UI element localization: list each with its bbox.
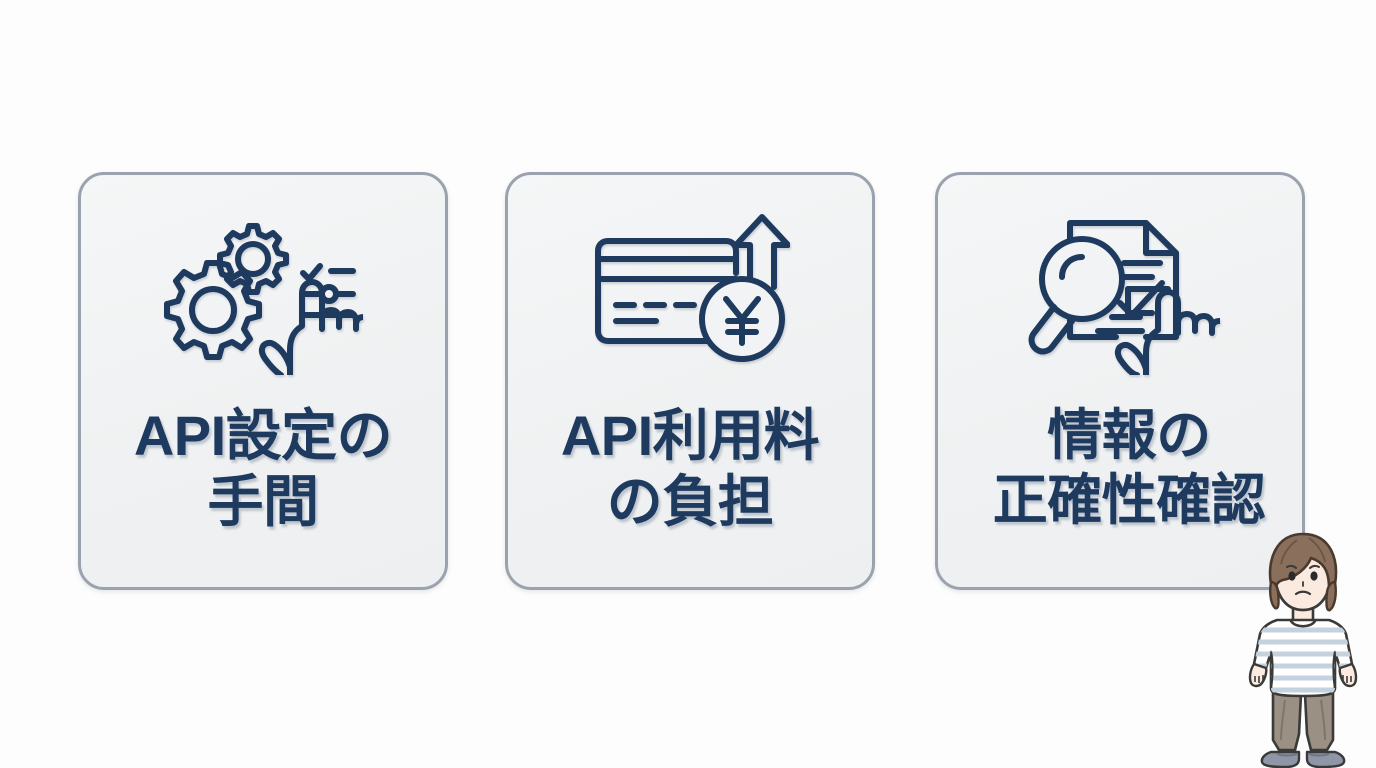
pants bbox=[1271, 686, 1335, 752]
document-magnifier-check-hand-icon bbox=[938, 201, 1302, 381]
credit-card-yen-arrow-icon bbox=[508, 201, 872, 381]
striped-shirt bbox=[1252, 618, 1354, 698]
card-accuracy-check[interactable]: 情報の 正確性確認 bbox=[935, 172, 1305, 590]
card-label: API利用料 の負担 bbox=[560, 404, 820, 534]
card-api-setup[interactable]: API設定の 手間 bbox=[78, 172, 448, 590]
head bbox=[1268, 532, 1338, 612]
gears-settings-hand-icon bbox=[81, 201, 445, 381]
shoes bbox=[1260, 750, 1346, 768]
worried-woman-illustration bbox=[1237, 528, 1369, 768]
hands bbox=[1248, 662, 1358, 688]
card-label: 情報の 正確性確認 bbox=[992, 404, 1266, 531]
card-label: API設定の 手間 bbox=[133, 404, 393, 534]
card-api-cost[interactable]: API利用料 の負担 bbox=[505, 172, 875, 590]
